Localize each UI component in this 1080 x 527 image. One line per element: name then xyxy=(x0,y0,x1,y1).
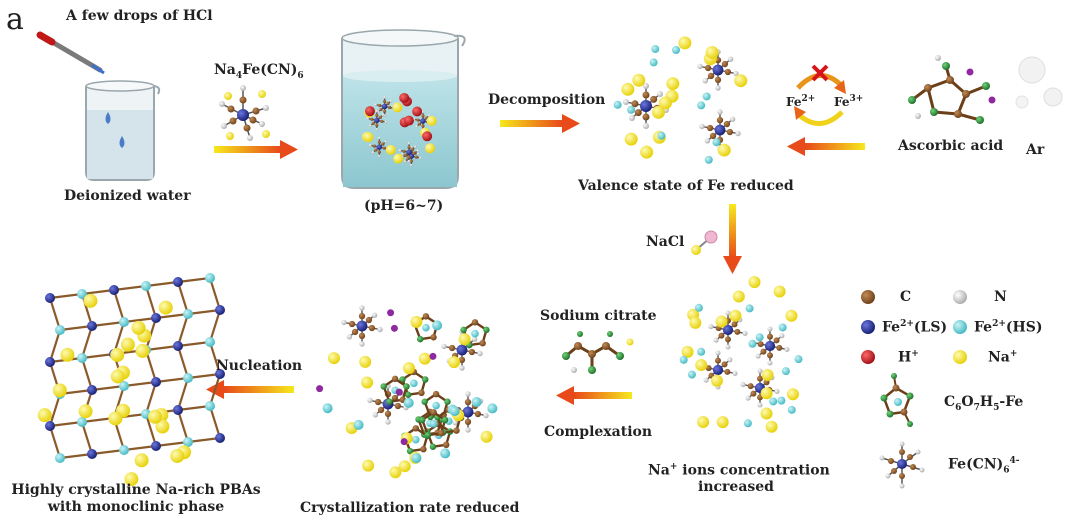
crystallization-cluster xyxy=(316,305,498,479)
legend-fecn-base: Fe(CN) xyxy=(948,456,1004,473)
fe3-label-sup: 3+ xyxy=(849,94,864,104)
beaker-particles xyxy=(361,92,437,167)
legend-hydrogen-dot xyxy=(861,350,875,364)
fe2-label-sup: 2+ xyxy=(801,94,816,104)
valence-state-cluster xyxy=(613,36,748,164)
cross-mark-icon xyxy=(811,64,829,82)
arrow-from-ascorbic xyxy=(787,137,865,156)
legend-fe-ls-base: Fe xyxy=(882,319,901,336)
argon-bubbles xyxy=(1015,56,1063,109)
legend-nitrogen-dot xyxy=(953,290,967,304)
arrow-nucleation xyxy=(206,380,294,399)
legend-fecn-sub: 6 xyxy=(1003,465,1010,476)
fe3-label-base: Fe xyxy=(834,95,850,109)
decomposition-label: Decomposition xyxy=(488,92,606,108)
legend-fe-hs-label: Fe2+(HS) xyxy=(974,319,1043,336)
ascorbic-acid-label: Ascorbic acid xyxy=(898,138,1004,154)
arrow-to-large-beaker xyxy=(214,140,298,159)
redox-cycle xyxy=(794,64,846,126)
na-ions-line1: Na+ ions concentration xyxy=(648,462,830,479)
legend-sodium-dot xyxy=(953,350,967,364)
legend-na-base: Na xyxy=(988,349,1010,366)
ph-label: (pH=6~7) xyxy=(364,198,444,214)
legend-fe-hs-dot xyxy=(953,320,967,334)
legend-carbon-dot xyxy=(861,290,875,304)
legend-h-base: H xyxy=(898,349,912,366)
valence-label: Valence state of Fe reduced xyxy=(578,178,794,194)
legend-fe-ls-dot xyxy=(861,320,875,334)
na4fecn6-label-mid: Fe(CN) xyxy=(242,62,298,78)
fe2-label: Fe2+ xyxy=(786,94,815,109)
arrow-complexation xyxy=(556,386,632,405)
beaker-deionized-water xyxy=(85,80,161,181)
legend-sodium-label: Na+ xyxy=(988,349,1017,366)
fe2-label-base: Fe xyxy=(786,95,802,109)
panel-letter: a xyxy=(6,2,24,37)
legend-ferrocyanide-icon xyxy=(879,441,925,489)
nacl-molecule xyxy=(691,230,718,255)
legend-hydrogen-label: H+ xyxy=(898,349,919,366)
nacl-label: NaCl xyxy=(646,234,685,250)
legend-fe-ls-sup: 2+ xyxy=(900,319,914,329)
legend-fecn-sup: 4- xyxy=(1009,456,1020,466)
ferrocyanide-molecule-small xyxy=(219,85,270,141)
legend-fe-hs-rest: (HS) xyxy=(1005,319,1043,336)
arrow-nacl-down xyxy=(723,204,742,274)
legend-citrate-c: C xyxy=(944,394,956,410)
na-ions-rest: ions concentration xyxy=(677,462,830,479)
legend-nitrogen-label: N xyxy=(994,289,1007,305)
legend-citrate-rest: -Fe xyxy=(999,394,1024,410)
legend-citrate-o: O xyxy=(961,394,974,410)
legend-fe-ls-rest: (LS) xyxy=(913,319,948,336)
legend-fe-ls-label: Fe2+(LS) xyxy=(882,319,947,336)
legend-citrate-c-sub: 6 xyxy=(955,402,962,413)
arrow-decomposition xyxy=(500,114,580,133)
na-ions-base: Na xyxy=(648,462,670,479)
beaker-large-solution xyxy=(341,29,466,189)
sodium-citrate-label: Sodium citrate xyxy=(540,308,657,324)
na4fecn6-label-sub4: 4 xyxy=(235,70,243,81)
legend-citrate-label: C6O7H5-Fe xyxy=(944,394,1023,414)
legend-fe-hs-sup: 2+ xyxy=(992,319,1006,329)
deionized-water-label: Deionized water xyxy=(64,188,191,204)
na4fecn6-label-base: Na xyxy=(214,62,236,78)
na4fecn6-label: Na4Fe(CN)6 xyxy=(214,62,304,82)
na-ion-cluster xyxy=(679,276,803,433)
crystallization-label: Crystallization rate reduced xyxy=(300,500,520,516)
legend-citrate-o-sub: 7 xyxy=(973,402,980,413)
nucleation-label: Nucleation xyxy=(216,358,303,374)
legend-symbols xyxy=(861,290,967,489)
legend-fe-hs-base: Fe xyxy=(974,319,993,336)
na-ions-sup: + xyxy=(669,462,678,472)
na4fecn6-label-sub6: 6 xyxy=(297,70,304,81)
sodium-citrate-molecule xyxy=(562,331,634,374)
complexation-label: Complexation xyxy=(544,424,653,440)
legend-na-sup: + xyxy=(1009,349,1018,359)
legend-ferrocyanide-label: Fe(CN)64- xyxy=(948,456,1020,476)
legend-citrate-h: H xyxy=(979,394,994,410)
dropper-icon xyxy=(36,31,105,75)
hcl-label: A few drops of HCl xyxy=(66,8,213,24)
ascorbic-acid-molecule xyxy=(908,55,996,124)
na-ions-line2: increased xyxy=(698,479,774,496)
pba-line1: Highly crystalline Na-rich PBAs xyxy=(11,482,261,498)
legend-citrate-h-sub: 5 xyxy=(993,402,1000,413)
ar-label: Ar xyxy=(1026,142,1045,158)
legend-h-sup: + xyxy=(911,349,919,359)
fe3-label: Fe3+ xyxy=(834,94,863,109)
legend-carbon-label: C xyxy=(900,289,912,305)
pba-crystal-lattice xyxy=(37,273,225,487)
legend-citrate-fe-icon xyxy=(880,373,914,427)
pba-line2: with monoclinic phase xyxy=(47,498,225,515)
